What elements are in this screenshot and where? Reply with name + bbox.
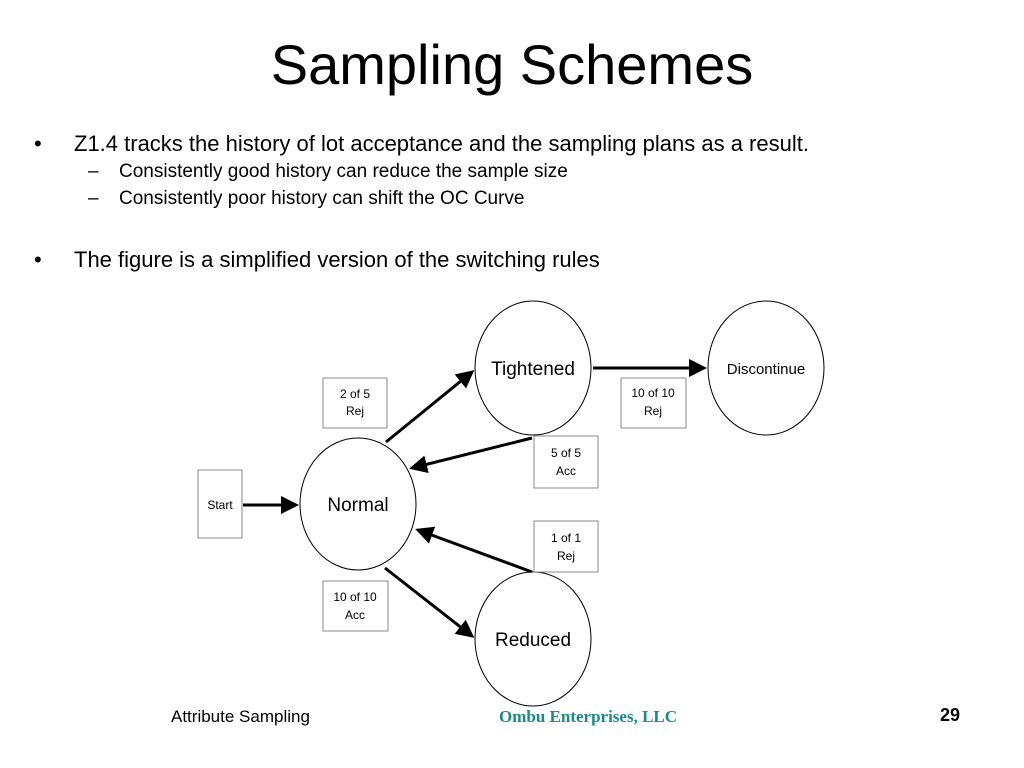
discontinue-label: Discontinue: [727, 361, 805, 378]
subbullet-text: Consistently good history can reduce the…: [119, 161, 568, 182]
condition-box-normal-to-reduced: [322, 580, 389, 632]
condition-box-tightened-to-normal: [533, 435, 599, 489]
start-box: [197, 469, 243, 539]
footer-left-text: Attribute Sampling: [171, 707, 310, 726]
condition-result: Rej: [644, 404, 662, 418]
bullet-symbol: •: [34, 131, 42, 156]
bullet-text: The figure is a simplified version of th…: [74, 247, 600, 272]
subbullet-symbol: –: [88, 188, 99, 209]
condition-count: 2 of 5: [340, 387, 370, 401]
bullet-text: Z1.4 tracks the history of lot acceptanc…: [74, 131, 809, 156]
bullet-symbol: •: [34, 247, 42, 272]
condition-box-reduced-to-normal: [533, 520, 599, 573]
discontinue-node: [707, 300, 825, 436]
reduced-node: [474, 571, 592, 707]
slide-title: Sampling Schemes: [270, 33, 754, 96]
start-label: Start: [207, 498, 233, 512]
subbullet-symbol: –: [88, 161, 99, 182]
arrow-normal-to-tightened: [385, 370, 475, 444]
condition-count: 1 of 1: [551, 531, 581, 545]
condition-box-tightened-to-discontinue: [620, 377, 687, 429]
reduced-label: Reduced: [495, 630, 571, 651]
condition-count: 10 of 10: [333, 590, 377, 604]
tightened-node: [474, 300, 592, 436]
condition-count: 5 of 5: [551, 446, 581, 460]
page-number: 29: [940, 705, 961, 725]
arrow-normal-to-reduced: [384, 566, 475, 638]
normal-label: Normal: [327, 495, 388, 516]
subbullet-text: Consistently poor history can shift the …: [119, 188, 525, 209]
condition-result: Acc: [345, 608, 365, 622]
condition-count: 10 of 10: [631, 386, 675, 400]
condition-result: Rej: [557, 549, 575, 563]
condition-result: Rej: [346, 404, 364, 418]
footer-company-name: Ombu Enterprises, LLC: [499, 707, 678, 726]
arrow-tightened-to-normal: [409, 436, 533, 474]
condition-box-normal-to-tightened: [322, 377, 388, 429]
arrow-reduced-to-normal: [415, 526, 533, 574]
condition-result: Acc: [556, 464, 576, 478]
tightened-label: Tightened: [491, 359, 575, 380]
normal-node: [299, 437, 417, 571]
